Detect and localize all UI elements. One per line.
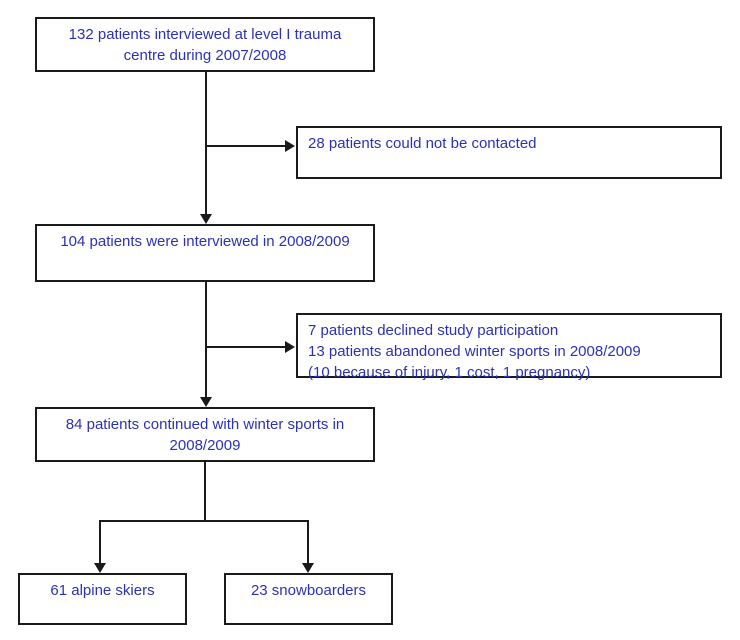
node-snowboarders-label: 23 snowboarders [250, 582, 367, 599]
node-alpine-skiers: 61 alpine skiers [18, 573, 187, 625]
arrowhead-down-icon [94, 563, 106, 573]
connector-v-132-to-104 [205, 72, 207, 215]
connector-v-104-to-84 [205, 282, 207, 397]
node-not-contacted: 28 patients could not be contacted [296, 126, 722, 179]
arrowhead-down-icon [200, 214, 212, 224]
node-excluded-line1: 7 patients declined study participation [308, 322, 559, 339]
node-excluded-line2: 13 patients abandoned winter sports in 2… [308, 343, 641, 360]
node-excluded-line3: (10 because of injury, 1 cost, 1 pregnan… [308, 364, 591, 381]
connector-v-to-skiers [99, 520, 101, 563]
node-interviewed-2008: 104 patients were interviewed in 2008/20… [35, 224, 375, 282]
node-interviewed-2007-label: 132 patients interviewed at level I trau… [68, 26, 342, 64]
node-interviewed-2008-label: 104 patients were interviewed in 2008/20… [60, 233, 350, 250]
arrowhead-right-icon [285, 341, 295, 353]
connector-v-84-to-split [204, 462, 206, 522]
connector-h-to-excluded [206, 346, 285, 348]
node-snowboarders: 23 snowboarders [224, 573, 393, 625]
node-continued: 84 patients continued with winter sports… [35, 407, 375, 462]
node-continued-label: 84 patients continued with winter sports… [65, 416, 345, 454]
node-excluded: 7 patients declined study participation … [296, 313, 722, 381]
arrowhead-down-icon [200, 397, 212, 407]
arrowhead-down-icon [302, 563, 314, 573]
connector-h-to-not-contacted [206, 145, 285, 147]
node-alpine-skiers-label: 61 alpine skiers [50, 582, 155, 599]
arrowhead-right-icon [285, 140, 295, 152]
connector-v-to-snowboarders [307, 520, 309, 563]
connector-h-split [99, 520, 309, 522]
node-interviewed-2007: 132 patients interviewed at level I trau… [35, 17, 375, 72]
node-not-contacted-label: 28 patients could not be contacted [308, 135, 537, 152]
